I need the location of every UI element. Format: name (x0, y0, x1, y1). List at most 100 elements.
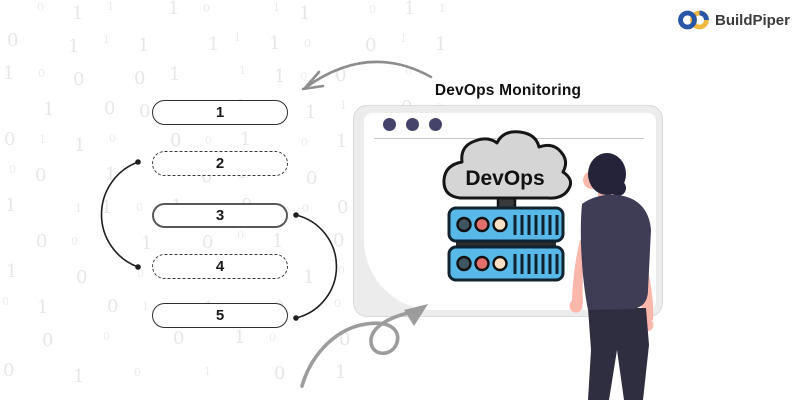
binary-digit: 0 (2, 295, 9, 308)
binary-digit: 0 (136, 201, 143, 214)
binary-digit: 1 (141, 233, 153, 254)
binary-digit: 0 (369, 3, 376, 16)
binary-digit: 1 (269, 33, 281, 54)
binary-digit: 1 (68, 36, 80, 57)
server-vents-icon (513, 215, 559, 235)
binary-digit: 0 (334, 297, 341, 310)
binary-digit: 1 (305, 102, 317, 123)
binary-digit: 1 (340, 99, 347, 112)
binary-digit: 0 (42, 330, 54, 351)
binary-digit: 0 (205, 134, 212, 147)
indicator-light-icon (492, 255, 508, 272)
binary-digit: 0 (35, 165, 47, 186)
indicator-light-icon (456, 255, 472, 272)
binary-digit: 0 (71, 235, 78, 248)
binary-digit: 1 (299, 3, 311, 24)
binary-digit: 1 (103, 33, 110, 46)
indicator-light-icon (492, 216, 508, 233)
binary-digit: 1 (239, 64, 246, 77)
binary-digit: 1 (39, 133, 46, 146)
binary-digit: 0 (173, 328, 185, 349)
binary-digit: 1 (73, 366, 85, 387)
binary-digit: 0 (103, 330, 110, 343)
step-label: 4 (215, 258, 225, 275)
server-unit-1 (447, 206, 565, 243)
binary-digit: 1 (138, 35, 150, 56)
step-pill-1: 1 (152, 100, 288, 125)
window-dot-icon (406, 118, 419, 131)
binary-digit: 1 (43, 99, 55, 120)
server-unit-2 (447, 245, 565, 282)
binary-digit: 0 (337, 197, 349, 218)
binary-digit: 1 (168, 0, 180, 19)
binary-digit: 1 (274, 66, 286, 87)
binary-digit: 1 (5, 195, 17, 216)
binary-digit: 0 (335, 65, 347, 86)
binary-digit: 1 (107, 0, 114, 13)
person-left-hand (569, 299, 583, 313)
binary-digit: 1 (204, 365, 211, 378)
binary-digit: 0 (302, 202, 309, 215)
binary-digit: 0 (134, 68, 146, 89)
binary-digit: 1 (37, 297, 49, 318)
binary-digit: 0 (73, 69, 85, 90)
binary-digit: 1 (400, 32, 407, 45)
binary-digit: 0 (333, 230, 345, 251)
binary-digit: 1 (435, 34, 447, 55)
cloud-icon (442, 130, 573, 200)
binary-digit: 0 (104, 98, 116, 119)
binary-digit: 0 (76, 267, 88, 288)
indicator-light-icon (474, 216, 490, 233)
binary-digit: 1 (336, 131, 348, 152)
binary-digit: 0 (202, 232, 214, 253)
binary-digit: 0 (4, 129, 16, 150)
binary-digit: 0 (137, 267, 144, 280)
binary-digit: 1 (6, 261, 18, 282)
binary-digit: 1 (303, 267, 315, 288)
window-dot-icon (383, 118, 396, 131)
binary-digit: 0 (201, 166, 213, 187)
binary-digit: 0 (134, 366, 141, 379)
binary-digit: 0 (301, 136, 308, 149)
binary-digit: 0 (38, 67, 45, 80)
server-vents-icon (513, 254, 559, 274)
binary-digit: 1 (101, 197, 113, 218)
window-title: DevOps Monitoring (434, 82, 582, 99)
binary-digit: 1 (272, 231, 284, 252)
binary-digit: 0 (304, 37, 311, 50)
infinity-icon (678, 10, 709, 30)
binary-digit: 0 (365, 35, 377, 56)
binary-digit: 0 (306, 168, 318, 189)
window-dot-icon (429, 118, 442, 131)
binary-digit: 1 (169, 64, 181, 85)
step-label: 2 (215, 155, 225, 172)
binary-digit: 1 (72, 3, 84, 24)
binary-digit: 0 (7, 30, 19, 51)
binary-digit: 0 (36, 231, 48, 252)
binary-digit: 0 (338, 264, 345, 277)
binary-digit: 0 (9, 163, 16, 176)
binary-digit: 0 (405, 65, 412, 78)
indicator-light-icon (456, 216, 472, 233)
binary-digit: 1 (3, 63, 15, 84)
step-label: 3 (215, 207, 225, 224)
person-figure (569, 153, 654, 400)
indicator-light-icon (474, 255, 490, 272)
binary-digit: 0 (109, 132, 116, 145)
person-shirt (580, 194, 651, 310)
binary-digit: 0 (3, 360, 15, 381)
binary-digit: 1 (335, 362, 347, 383)
binary-digit: 1 (404, 0, 416, 19)
binary-digit: 0 (237, 229, 244, 242)
binary-digit: 1 (234, 31, 241, 44)
binary-digit: 1 (105, 164, 117, 185)
binary-digit: 1 (240, 129, 252, 150)
step-label: 5 (215, 307, 225, 324)
step-pill-2: 2 (152, 151, 288, 176)
step-pill-3: 3 (152, 203, 288, 228)
step-pill-5: 5 (152, 303, 288, 328)
brand-logo: BuildPiper (678, 8, 790, 32)
step-label: 1 (215, 104, 225, 121)
binary-digit: 0 (274, 363, 286, 384)
